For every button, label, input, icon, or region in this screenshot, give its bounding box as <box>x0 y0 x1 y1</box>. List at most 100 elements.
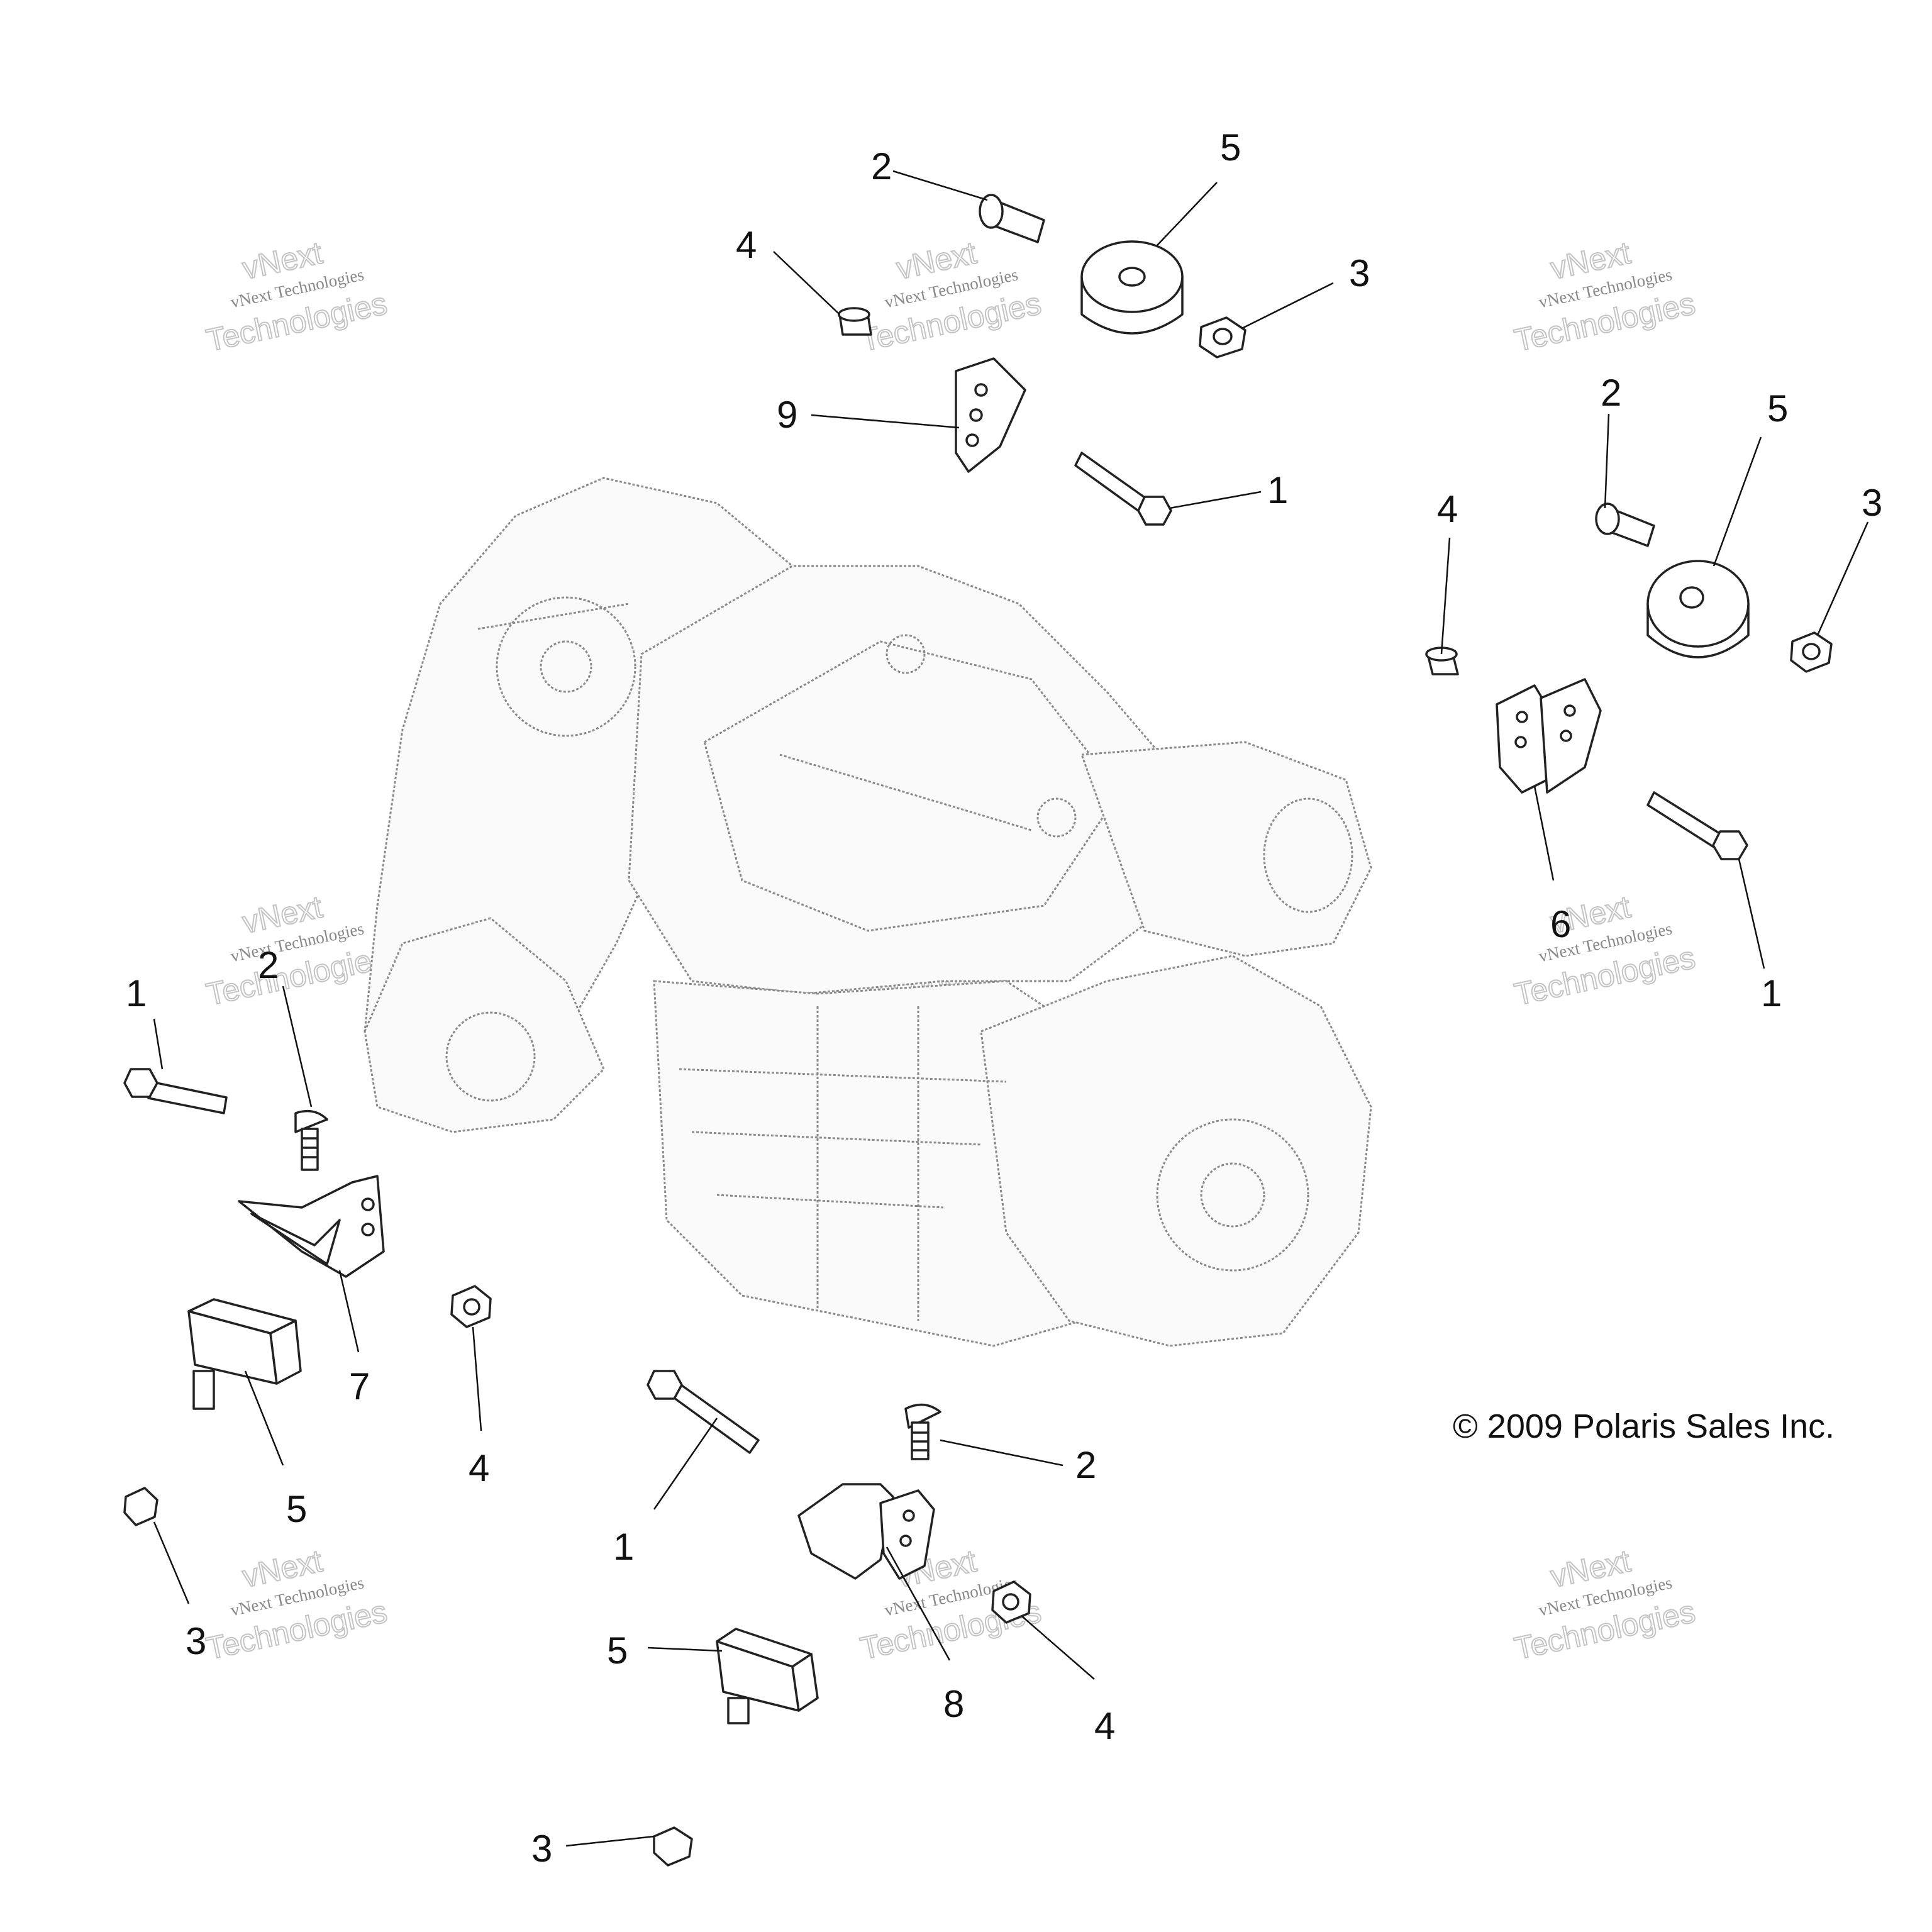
watermark-top-center: vNext vNext Technologies Technologies <box>857 235 1045 359</box>
leader-left-mount <box>244 1370 284 1466</box>
engine-output-hub <box>1200 1162 1265 1228</box>
callout-left-washer: 4 <box>469 1447 489 1489</box>
leader-bottom-bracket <box>886 1546 951 1661</box>
watermark-mid-right: vNext vNext Technologies Technologies <box>1511 889 1699 1013</box>
bottom-mount-group: 1 2 8 4 5 3 <box>531 1370 1115 1870</box>
engine-lower-case <box>653 980 1083 1347</box>
callout-top-long-bolt: 1 <box>1267 469 1288 511</box>
callout-left-long-bolt: 1 <box>126 972 147 1014</box>
callout-top-bolt: 2 <box>871 145 892 187</box>
leader-bottom-washer <box>1021 1616 1095 1680</box>
callout-right-washer: 4 <box>1437 488 1458 530</box>
top-long-bolt[interactable] <box>1074 452 1172 526</box>
callout-bottom-mount: 5 <box>607 1629 628 1672</box>
leader-bottom-mount <box>647 1646 723 1652</box>
engine-output-flange <box>1156 1118 1309 1272</box>
bottom-short-bolt[interactable] <box>904 1403 941 1460</box>
right-flange-nut-right[interactable] <box>1790 631 1833 673</box>
engine-pulley-left <box>496 596 636 737</box>
engine-assembly <box>364 477 1372 1347</box>
leader-right-bracket <box>1533 786 1555 881</box>
callout-left-bolt: 2 <box>258 944 279 986</box>
engine-spark-plug-2 <box>1036 797 1077 838</box>
bottom-flange-nut-lower[interactable] <box>653 1826 693 1867</box>
right-flange-nut-left[interactable] <box>1425 647 1459 675</box>
callout-right-long-bolt: 1 <box>1761 972 1782 1014</box>
top-flange-nut-left[interactable] <box>838 307 872 336</box>
bottom-flange-nut[interactable] <box>991 1580 1031 1624</box>
top-short-bolt[interactable] <box>979 194 1045 243</box>
copyright-text: © 2009 Polaris Sales Inc. <box>1453 1407 1835 1445</box>
leader-left-bracket <box>338 1270 360 1353</box>
leader-right-mount <box>1713 436 1762 567</box>
top-flange-nut-right[interactable] <box>1199 316 1246 358</box>
leader-bottom-bolt <box>940 1439 1063 1467</box>
bottom-rubber-mount[interactable] <box>716 1628 819 1724</box>
top-engine-bracket[interactable] <box>955 357 1026 473</box>
leader-top-bolt <box>892 170 988 201</box>
left-engine-bracket[interactable] <box>238 1175 385 1278</box>
left-flange-nut[interactable] <box>450 1285 492 1328</box>
leader-bottom-long-bolt <box>653 1418 718 1510</box>
callout-bottom-bracket: 8 <box>943 1683 964 1725</box>
engine-left-cover <box>364 917 605 1133</box>
left-long-bolt[interactable] <box>123 1068 228 1114</box>
callout-right-mount: 5 <box>1767 387 1788 430</box>
callout-bottom-long-bolt: 1 <box>613 1526 634 1568</box>
callout-bottom-washer: 4 <box>1094 1705 1115 1747</box>
callout-top-nut: 3 <box>1349 252 1370 294</box>
leader-left-bolt <box>282 985 313 1108</box>
engine-starter <box>445 1011 536 1102</box>
callout-bottom-bolt: 2 <box>1075 1444 1096 1486</box>
leader-top-long-bolt <box>1169 491 1262 509</box>
leader-top-washer <box>773 251 840 315</box>
engine-rear-gearcase <box>980 955 1372 1347</box>
callout-right-bracket: 6 <box>1550 903 1571 945</box>
watermark-bottom-right: vNext vNext Technologies Technologies <box>1511 1543 1699 1667</box>
left-rubber-mount[interactable] <box>187 1298 302 1410</box>
leader-bottom-nut <box>565 1835 655 1847</box>
callout-top-mount: 5 <box>1220 126 1241 169</box>
watermark-bottom-left: vNext vNext Technologies Technologies <box>203 1543 391 1667</box>
engine-detail-lines <box>477 602 1032 1321</box>
leader-right-long-bolt <box>1738 858 1765 969</box>
right-mount-group: 2 5 4 3 6 1 <box>1425 372 1882 1014</box>
callout-left-mount: 5 <box>286 1488 307 1530</box>
leader-right-bolt <box>1604 413 1610 509</box>
leader-top-mount <box>1157 182 1218 246</box>
watermark-mid-left: vNext vNext Technologies Technologies <box>203 889 391 1013</box>
engine-spark-plug-1 <box>886 634 926 674</box>
leader-top-bracket <box>811 414 960 429</box>
leader-top-nut <box>1241 282 1334 330</box>
engine-valve-cover <box>703 640 1121 932</box>
top-mount-group: 2 5 4 3 9 1 <box>736 126 1370 526</box>
callout-top-washer: 4 <box>736 224 757 266</box>
engine-intake-tube <box>1080 741 1372 957</box>
top-rubber-mount[interactable] <box>1080 240 1184 335</box>
callout-bottom-nut: 3 <box>531 1828 552 1870</box>
right-short-bolt[interactable] <box>1595 502 1655 547</box>
left-mount-group: 1 2 7 4 5 3 <box>123 944 492 1662</box>
watermark-top-right: vNext vNext Technologies Technologies <box>1511 235 1699 359</box>
right-engine-bracket[interactable] <box>1496 678 1602 794</box>
leader-right-washer <box>1440 537 1451 655</box>
left-flange-nut-lower[interactable] <box>123 1487 158 1526</box>
watermark-top-left: vNext vNext Technologies Technologies <box>203 235 391 359</box>
callout-right-nut: 3 <box>1862 482 1882 524</box>
leader-right-nut <box>1816 521 1869 636</box>
right-long-bolt[interactable] <box>1646 791 1748 860</box>
callout-left-bracket: 7 <box>349 1365 370 1407</box>
engine-intake-opening <box>1263 797 1353 913</box>
leader-left-nut <box>153 1521 190 1604</box>
callout-left-nut: 3 <box>186 1620 206 1662</box>
engine-pulley-left-hub <box>540 640 592 693</box>
bottom-long-bolt[interactable] <box>647 1370 760 1454</box>
leader-left-long-bolt <box>153 1018 164 1070</box>
leader-left-washer <box>472 1326 482 1431</box>
left-short-bolt[interactable] <box>294 1109 328 1171</box>
right-rubber-mount[interactable] <box>1646 560 1750 658</box>
callout-right-bolt: 2 <box>1601 372 1621 414</box>
callout-top-bracket: 9 <box>777 394 797 436</box>
bottom-engine-bracket[interactable] <box>797 1483 935 1580</box>
